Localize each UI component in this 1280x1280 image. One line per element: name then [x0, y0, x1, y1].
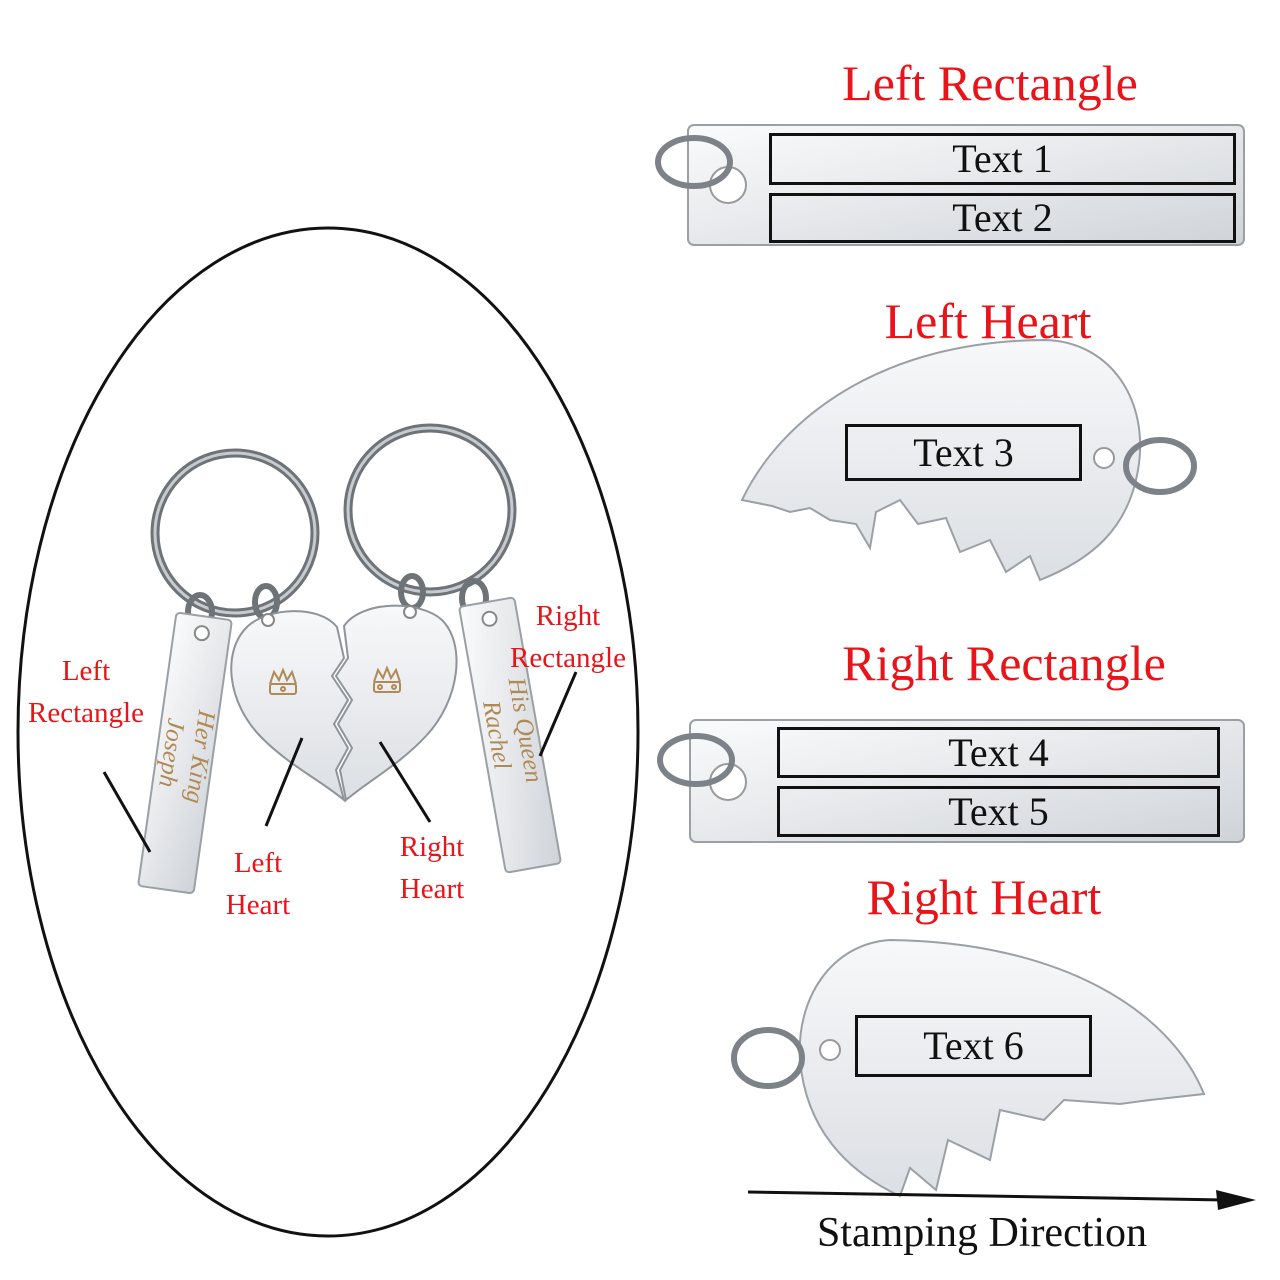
text-box-3: Text 3	[845, 424, 1082, 481]
stamping-direction-label: Stamping Direction	[816, 1210, 1148, 1256]
left-rectangle-title: Left Rectangle	[842, 55, 1138, 111]
photo-label-left-rectangle: Left Rectangle	[28, 655, 144, 730]
text-box-4: Text 4	[777, 727, 1220, 778]
photo-label-left-heart: Left Heart	[225, 847, 291, 922]
right-heart-tag	[334, 604, 458, 802]
left-heart-title: Left Heart	[884, 293, 1092, 349]
photo-frame-oval	[16, 226, 640, 1238]
text-box-6: Text 6	[855, 1015, 1092, 1077]
left-rectangle-tag	[137, 611, 233, 895]
text-box-2: Text 2	[769, 193, 1236, 243]
pointer-lines	[102, 671, 578, 853]
right-heart-title: Right Heart	[866, 869, 1102, 925]
right-rectangle-title: Right Rectangle	[842, 635, 1166, 691]
right-rectangle-tag	[458, 596, 562, 874]
keyring-icon	[657, 733, 735, 787]
keyring-right	[343, 423, 517, 597]
keyring-icon	[1123, 437, 1197, 495]
crown-icon	[269, 667, 297, 695]
keyring-icon	[655, 135, 733, 189]
keyring-icon	[731, 1027, 805, 1089]
photo-label-right-rectangle: Right Rectangle	[510, 600, 626, 675]
left-heart-tag	[230, 610, 350, 803]
keyring-left	[150, 448, 320, 618]
crown-icon	[373, 665, 401, 693]
left-heart-blank	[740, 338, 1142, 582]
right-rectangle-blank	[689, 719, 1245, 843]
text-box-5: Text 5	[777, 786, 1220, 837]
photo-label-right-heart: Right Heart	[399, 831, 465, 906]
text-box-1: Text 1	[769, 133, 1236, 185]
arrow-right-icon	[747, 1190, 1256, 1210]
